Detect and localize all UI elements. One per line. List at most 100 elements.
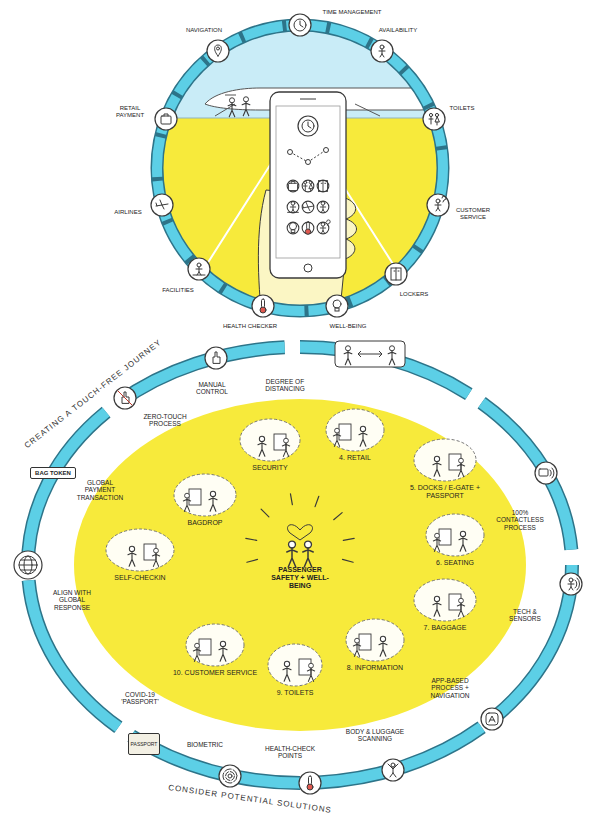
icon-thermo	[302, 222, 314, 235]
zone-node: SELF-CHECKIN	[105, 528, 175, 582]
icon-card	[535, 462, 557, 484]
icon-thermo	[299, 772, 321, 794]
person-figure	[307, 663, 314, 681]
zone-node: 6. SEATING	[425, 513, 485, 567]
zone-fixture	[199, 639, 211, 655]
person-head	[309, 663, 314, 668]
solution-label: BIOMETRIC	[183, 741, 227, 748]
icon-label: CUSTOMER SERVICE	[453, 207, 493, 221]
person-figure	[457, 458, 464, 476]
icon-glyph	[161, 116, 171, 124]
zone-ellipse	[106, 529, 174, 571]
person-body	[209, 497, 217, 512]
zone-text-block: 8. INFORMATION	[338, 618, 412, 672]
icon-label: TOILETS	[445, 105, 479, 112]
icon-glyph	[321, 181, 326, 192]
person-body	[353, 643, 360, 656]
person-figure	[388, 346, 396, 365]
icon-glyph	[575, 578, 580, 590]
zone-fixture	[439, 529, 451, 545]
icon-badge	[535, 462, 557, 484]
person-head	[435, 533, 440, 538]
person-body	[242, 102, 250, 116]
person-head	[129, 546, 134, 551]
heart	[287, 525, 312, 540]
icon-glyph	[321, 202, 325, 206]
person-head	[345, 346, 350, 351]
person-figure	[242, 97, 250, 116]
icon-glyph	[291, 202, 295, 206]
icon-locker	[385, 263, 407, 285]
icon-thermo	[252, 295, 274, 317]
icon-glyph	[215, 45, 222, 56]
icon-badge	[423, 108, 445, 130]
person-figure	[152, 548, 159, 566]
zone-ellipse	[414, 439, 476, 481]
yellow-oval	[74, 399, 526, 731]
icon-badge	[155, 108, 177, 130]
icon-badge	[302, 201, 314, 213]
person-head	[259, 436, 264, 441]
zone-label: 7. BAGGAGE	[413, 624, 477, 632]
person-head	[289, 541, 296, 548]
icon-label: TIME MANAGEMENT	[320, 9, 384, 16]
person-body	[282, 443, 289, 456]
person-body	[307, 668, 314, 681]
icon-glyph	[300, 21, 303, 27]
icon-glyph	[327, 220, 331, 225]
solution-label: APP-BASED PROCESS + NAVIGATION	[426, 677, 474, 699]
icon-nohand	[114, 387, 136, 409]
person-body	[287, 548, 298, 567]
icon-badge	[188, 258, 210, 280]
icon-badge	[427, 194, 449, 216]
person-body	[183, 498, 190, 511]
icon-glyph	[435, 203, 441, 211]
ring-outline	[28, 347, 572, 783]
icon-label: FACILITIES	[156, 287, 200, 294]
zone-label: 10. CUSTOMER SERVICE	[170, 669, 260, 677]
route-dot	[306, 160, 311, 165]
solution-label: TECH & SENSORS	[506, 608, 544, 623]
zone-ellipse	[268, 644, 322, 686]
icon-badge	[560, 573, 582, 595]
person-head	[185, 493, 190, 498]
zone-ellipse	[426, 514, 484, 556]
solution-label: COVID-19 'PASSPORT'	[116, 691, 164, 706]
radiating-dash	[261, 509, 269, 517]
person-head	[380, 636, 385, 641]
icon-badge	[317, 222, 329, 234]
person-figure	[128, 546, 136, 566]
icon-badge	[299, 772, 321, 794]
person-head	[434, 596, 439, 601]
person-body	[258, 442, 266, 457]
person-body	[193, 648, 200, 661]
icon-desk	[287, 201, 299, 213]
person-figure	[457, 598, 464, 616]
zone-fixture	[339, 424, 351, 440]
icon-glyph	[213, 352, 220, 363]
icon-glyph	[569, 578, 573, 582]
person-figure	[219, 641, 227, 661]
zone-fixture	[189, 489, 201, 505]
route-dot	[324, 148, 329, 153]
icon-badge	[151, 194, 173, 216]
zone-node: 8. INFORMATION	[338, 618, 412, 672]
zone-label: SELF-CHECKIN	[105, 574, 175, 582]
icon-badge	[14, 551, 42, 579]
distancing-icon	[335, 341, 405, 367]
icon-glyph	[380, 45, 384, 49]
icon-badge	[302, 222, 314, 234]
zone-ellipse	[346, 619, 404, 661]
zone-label: 5. DOCKS / E-GATE + PASSPORT	[399, 484, 491, 500]
icon-plane	[302, 201, 314, 213]
icon-locker	[317, 180, 329, 192]
icon-glyph	[289, 223, 296, 230]
zone-outline	[105, 528, 175, 572]
icon-glyph	[303, 203, 314, 211]
route-dot	[288, 150, 293, 155]
person-body	[433, 538, 440, 551]
icon-glyph	[335, 308, 339, 311]
icon-glyph	[489, 716, 495, 722]
zone-text-block: 7. BAGGAGE	[413, 578, 477, 632]
